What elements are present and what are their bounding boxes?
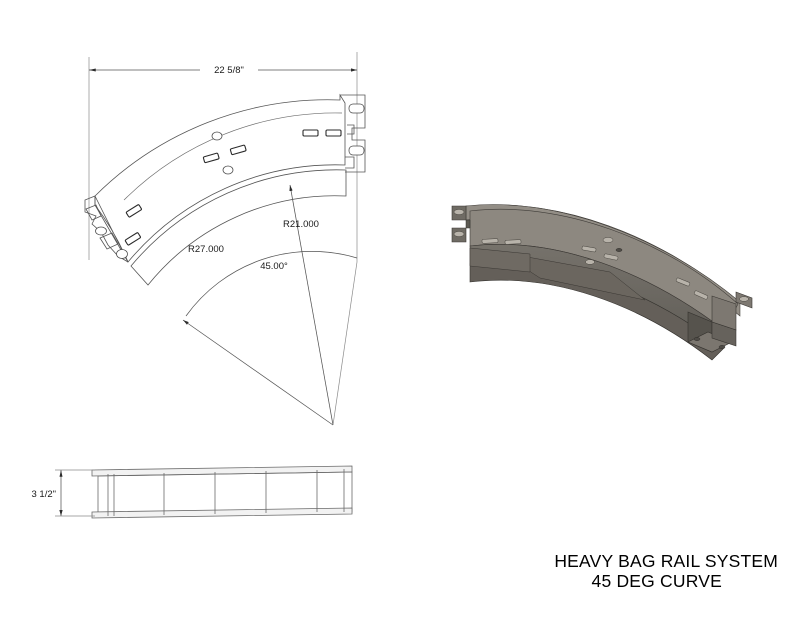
title-line-1: HEAVY BAG RAIL SYSTEM: [554, 551, 778, 571]
leader-r21: [289, 184, 334, 426]
bracket-hole-bottom: [348, 145, 365, 156]
left-bracket-hole-2: [116, 249, 128, 259]
title-block-group: HEAVY BAG RAIL SYSTEM 45 DEG CURVE: [554, 551, 778, 591]
angle-ext-line: [332, 261, 358, 426]
bracket-notch-upper: [347, 124, 355, 135]
left-bracket-outline: [84, 195, 129, 263]
right-end-brackets: [302, 94, 366, 173]
iso-slot-2: [504, 239, 522, 245]
rail-mid-features: [202, 131, 247, 175]
rail-slot-l2: [124, 232, 141, 246]
iso-right-ear-hole: [739, 296, 749, 302]
rail-slot-r1: [302, 129, 319, 137]
dimension-included-angle: 45.00°: [260, 261, 288, 272]
radius-leaders: [182, 184, 334, 426]
iso-right-bracket-side: [711, 321, 737, 347]
iso-hole-deck-3: [615, 248, 623, 252]
iso-base-hole-1: [693, 337, 701, 341]
rail-hole-mid-bottom: [222, 165, 234, 175]
iso-slot-3: [581, 245, 597, 253]
dimension-overall-width: 22 5/8": [214, 65, 244, 76]
leader-r27: [182, 319, 334, 426]
iso-slot-6: [694, 290, 708, 300]
bracket-hole-top: [348, 103, 365, 114]
plan-view-group: 22 5/8" R27.000 R21.000 45.00°: [84, 52, 366, 426]
angle-dimension-arc: [185, 251, 358, 317]
rail-hole-mid-top: [211, 131, 223, 141]
left-bracket-hole-1: [95, 226, 107, 236]
elevation-bottom-flange: [91, 507, 353, 519]
dimension-outer-radius: R27.000: [188, 244, 224, 255]
isometric-view-group: [451, 204, 753, 361]
iso-hole-deck-2: [585, 259, 595, 265]
rail-slot-r2: [325, 129, 342, 137]
fold-line-upper: [123, 112, 343, 201]
iso-left-tab-web: [465, 219, 471, 229]
bracket-notch-lower: [345, 156, 355, 169]
title-line-2: 45 DEG CURVE: [592, 571, 722, 591]
iso-left-hole-bottom: [453, 231, 465, 237]
iso-hole-deck-1: [602, 237, 614, 243]
iso-slot-1: [481, 238, 499, 244]
iso-base-hole-2: [718, 345, 726, 349]
rail-slot-m1: [202, 152, 220, 164]
iso-right-bracket: [687, 291, 753, 353]
dimension-section-height: 3 1/2": [31, 489, 56, 500]
rail-plate-outline: [94, 93, 347, 286]
elevation-view-group: 3 1/2": [31, 465, 353, 519]
iso-inner-panel-2: [469, 247, 531, 273]
iso-slot-4: [603, 253, 619, 261]
iso-left-hole-top: [453, 209, 465, 215]
dimension-inner-radius: R21.000: [283, 219, 319, 230]
elevation-top-flange: [91, 465, 353, 477]
iso-deck-slots: [481, 237, 708, 300]
left-tab-1: [85, 204, 102, 221]
rail-slot-m2: [229, 144, 247, 156]
rail-slot-l1: [125, 204, 142, 218]
iso-left-brackets: [451, 205, 471, 243]
left-tab-2: [99, 232, 119, 250]
iso-slot-5: [675, 277, 691, 287]
left-end-brackets: [84, 195, 142, 263]
